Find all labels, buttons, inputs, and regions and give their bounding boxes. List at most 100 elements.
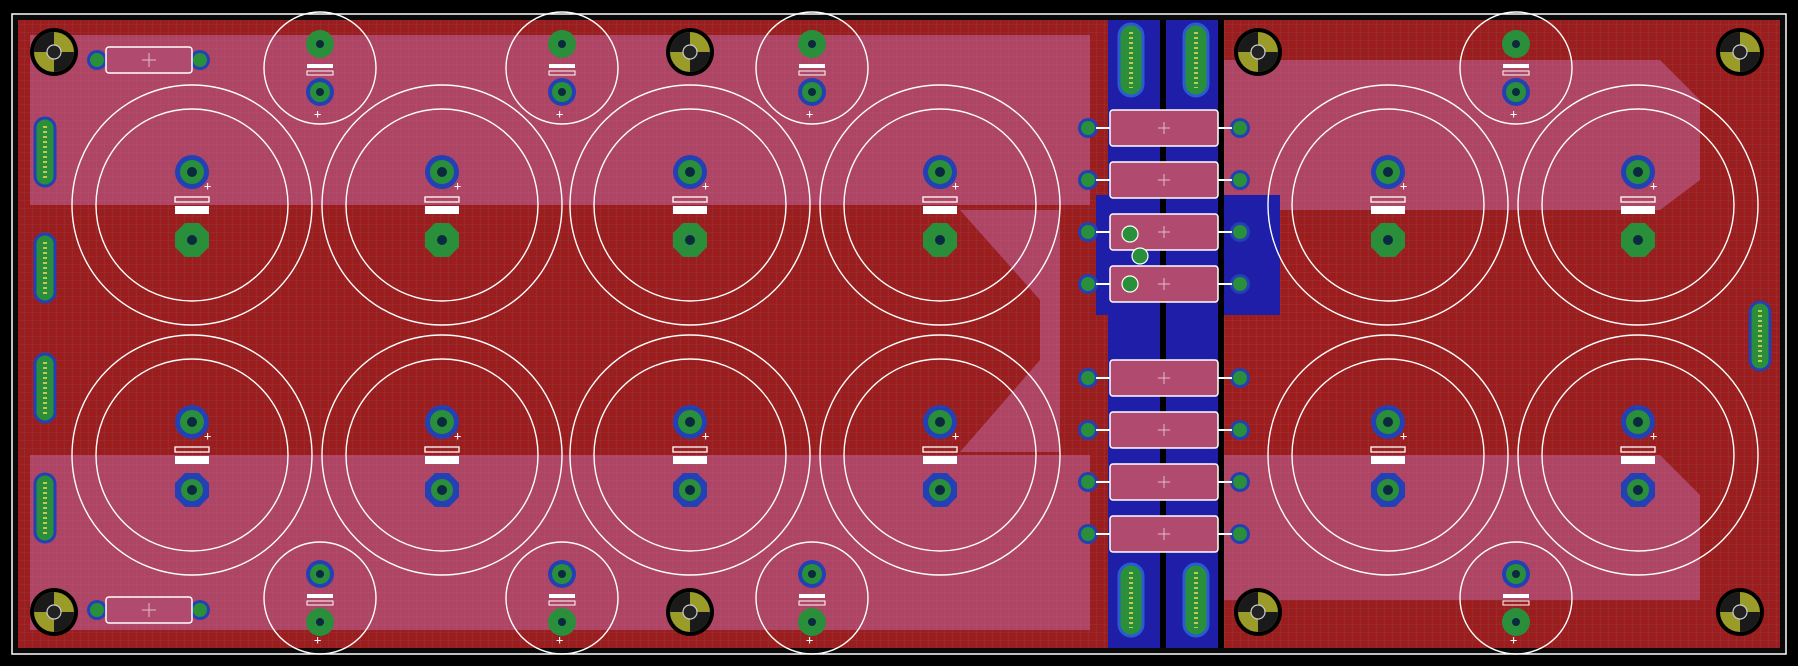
cap-polarity-bar	[424, 446, 460, 453]
cap-outline-outer	[819, 334, 1061, 576]
resistor-icon	[1078, 463, 1250, 501]
cap-polarity-bar	[1620, 446, 1656, 453]
resistor-icon	[1078, 359, 1250, 397]
small-cap-bar	[548, 70, 576, 76]
mount-drill	[46, 604, 62, 620]
pad-drill	[1633, 167, 1643, 177]
capacitor-icon: +	[263, 11, 377, 125]
cap-plus-label: +	[806, 633, 813, 647]
cap-outline-outer	[569, 334, 811, 576]
cap-plus-label: +	[204, 179, 211, 193]
pad-icon	[90, 603, 104, 617]
cap-polarity-bar	[174, 196, 210, 203]
cap-plus-label: +	[1510, 633, 1517, 647]
small-cap-outline	[263, 541, 377, 655]
cap-outline-outer	[321, 334, 563, 576]
pad-drill	[1512, 40, 1520, 48]
pad-icon	[33, 352, 57, 424]
cap-polarity-fill	[1621, 206, 1655, 214]
mounting-hole-icon	[1234, 28, 1282, 76]
pad-drill	[558, 570, 566, 578]
small-cap-outline	[505, 541, 619, 655]
pad-drill	[808, 40, 816, 48]
pad-drill	[316, 88, 324, 96]
small-cap-bar	[798, 70, 826, 76]
small-cap-bar	[1503, 594, 1529, 598]
mount-drill	[682, 44, 698, 60]
capacitor-icon: +	[569, 84, 811, 326]
small-cap-bar	[306, 600, 334, 606]
pad-icon	[1081, 475, 1095, 489]
pad-drill	[685, 235, 695, 245]
small-cap-bar	[799, 64, 825, 68]
cap-plus-label: +	[556, 107, 563, 121]
mounting-hole-icon	[1716, 28, 1764, 76]
cap-plus-label: +	[1400, 429, 1407, 443]
capacitor-icon: +	[1517, 334, 1759, 576]
pad-drill	[1633, 235, 1643, 245]
small-cap-bar	[1502, 70, 1530, 76]
copper-pour-layer	[18, 20, 1780, 648]
mounting-hole-icon	[666, 28, 714, 76]
resistor-icon	[1078, 411, 1250, 449]
pad-icon	[1081, 371, 1095, 385]
capacitor-icon: +	[819, 84, 1061, 326]
capacitor-icon: +	[263, 541, 377, 655]
cap-polarity-bar	[174, 446, 210, 453]
small-cap-outline	[263, 11, 377, 125]
pad-drill	[437, 417, 447, 427]
cap-outline-outer	[1267, 334, 1509, 576]
mounting-hole-icon	[666, 588, 714, 636]
cap-plus-label: +	[1650, 179, 1657, 193]
pad-drill	[316, 618, 324, 626]
pad-drill	[437, 485, 447, 495]
pad-drill	[437, 167, 447, 177]
pad-icon	[1081, 121, 1095, 135]
small-cap-bar	[549, 64, 575, 68]
cap-plus-label: +	[806, 107, 813, 121]
pad-icon	[1233, 121, 1247, 135]
small-cap-bar	[1502, 600, 1530, 606]
pad-icon	[1117, 562, 1145, 638]
via-icon	[1121, 225, 1139, 243]
center-pad	[1117, 22, 1145, 98]
pad-drill	[685, 417, 695, 427]
small-cap-bar	[307, 594, 333, 598]
pad-drill	[935, 417, 945, 427]
cap-plus-label: +	[556, 633, 563, 647]
pad-drill	[558, 618, 566, 626]
cap-outline-inner	[345, 108, 539, 302]
cap-polarity-fill	[1371, 456, 1405, 464]
pad-drill	[1383, 485, 1393, 495]
pad-drill	[187, 235, 197, 245]
cap-polarity-fill	[425, 456, 459, 464]
cap-plus-label: +	[454, 179, 461, 193]
cap-plus-label: +	[702, 429, 709, 443]
mount-drill	[46, 44, 62, 60]
pad-icon	[90, 53, 104, 67]
cap-plus-label: +	[204, 429, 211, 443]
pad-drill	[558, 40, 566, 48]
via-icon	[1121, 275, 1139, 293]
cap-plus-label: +	[1400, 179, 1407, 193]
center-pad	[1182, 22, 1210, 98]
pad-drill	[1383, 417, 1393, 427]
pad-drill	[1512, 570, 1520, 578]
small-cap-bar	[799, 594, 825, 598]
pad-icon	[1233, 173, 1247, 187]
center-pad	[1182, 562, 1210, 638]
capacitor-icon: +	[71, 84, 313, 326]
pad-drill	[187, 485, 197, 495]
cap-outline-inner	[95, 108, 289, 302]
cap-outline-outer	[321, 84, 563, 326]
pad-drill	[187, 167, 197, 177]
cap-plus-label: +	[454, 429, 461, 443]
small-cap-outline	[755, 541, 869, 655]
cap-polarity-fill	[923, 456, 957, 464]
cap-outline-inner	[593, 358, 787, 552]
pad-drill	[1633, 485, 1643, 495]
pad-icon	[1233, 225, 1247, 239]
cap-plus-label: +	[952, 179, 959, 193]
capacitor-icon: +	[1459, 541, 1573, 655]
